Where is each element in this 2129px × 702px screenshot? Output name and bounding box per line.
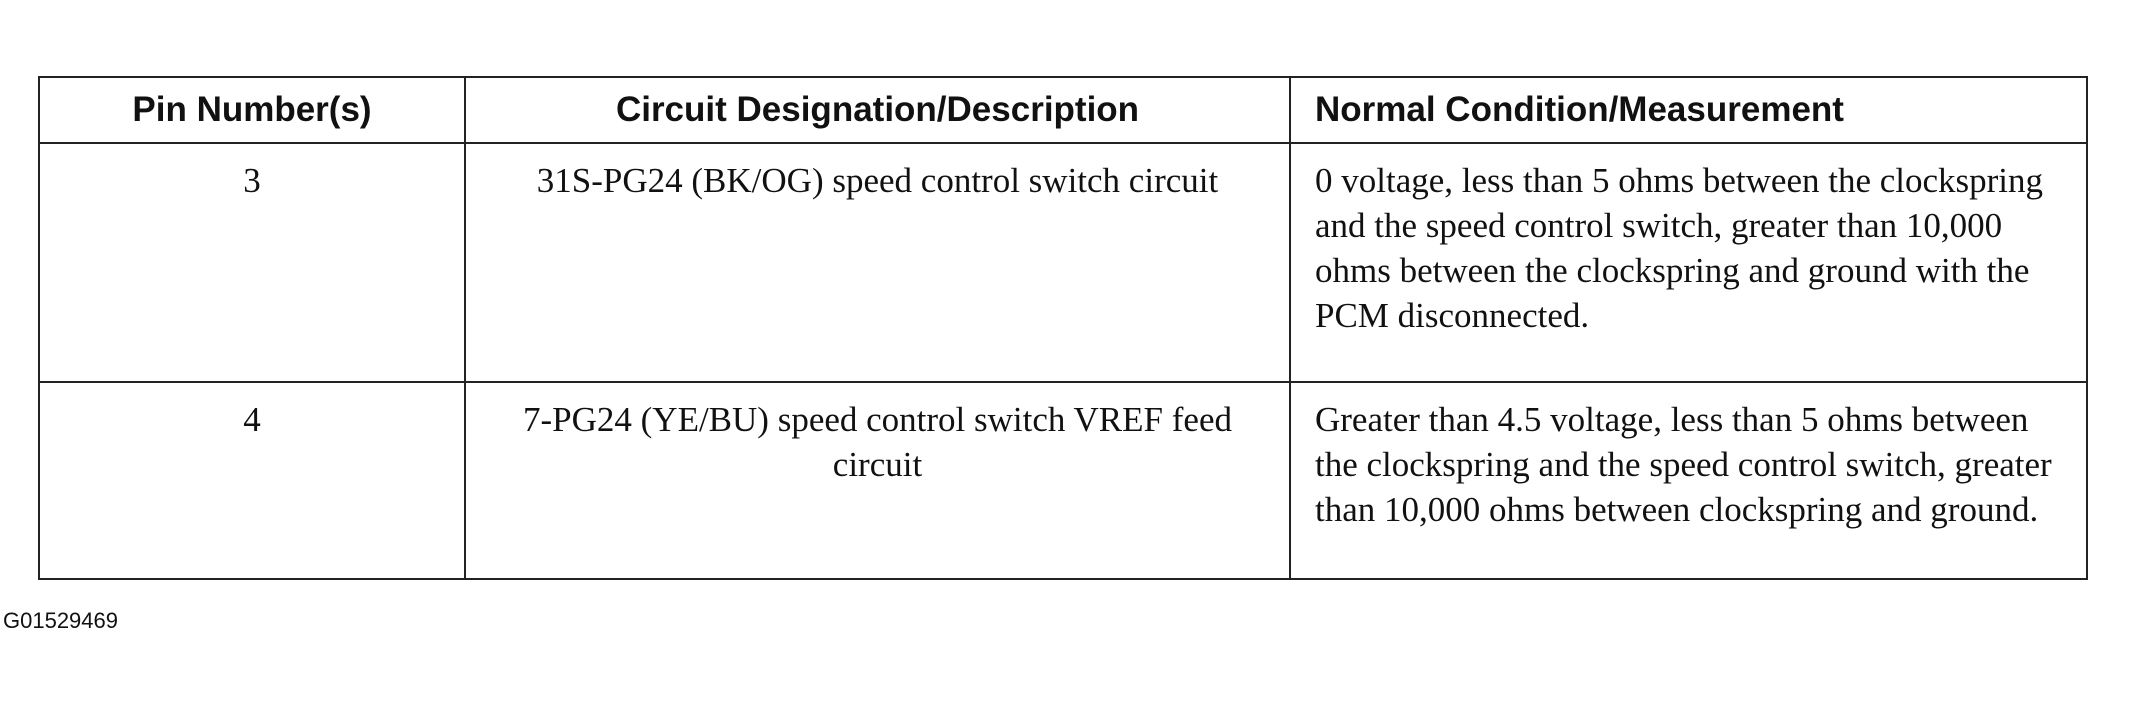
condition-cell: 0 voltage, less than 5 ohms between the …: [1289, 142, 2088, 383]
table-body: 3 31S-PG24 (BK/OG) speed control switch …: [38, 142, 2088, 580]
header-normal-condition: Normal Condition/Measurement: [1289, 76, 2088, 144]
pin-cell: 4: [38, 381, 466, 580]
pin-cell: 3: [38, 142, 466, 383]
figure-id: G01529469: [3, 608, 118, 633]
table-row: 4 7-PG24 (YE/BU) speed control switch VR…: [38, 381, 2088, 580]
pin-circuit-table: Pin Number(s) Circuit Designation/Descri…: [38, 76, 2088, 580]
header-pin-number: Pin Number(s): [38, 76, 466, 144]
description-cell: 31S-PG24 (BK/OG) speed control switch ci…: [464, 142, 1291, 383]
table-header: Pin Number(s) Circuit Designation/Descri…: [38, 76, 2088, 144]
description-cell: 7-PG24 (YE/BU) speed control switch VREF…: [464, 381, 1291, 580]
condition-cell: Greater than 4.5 voltage, less than 5 oh…: [1289, 381, 2088, 580]
table-row: 3 31S-PG24 (BK/OG) speed control switch …: [38, 142, 2088, 383]
header-circuit-description: Circuit Designation/Description: [464, 76, 1291, 144]
header-row: Pin Number(s) Circuit Designation/Descri…: [38, 76, 2088, 144]
